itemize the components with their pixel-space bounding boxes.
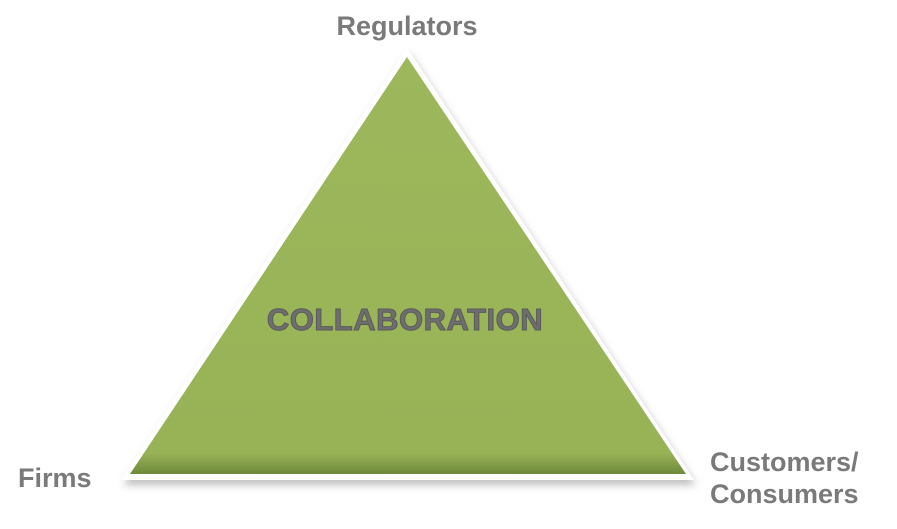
customers-line: Customers/ [710, 447, 859, 477]
vertex-label-regulators: Regulators [336, 11, 478, 41]
vertex-label-firms: Firms [18, 463, 92, 493]
triangle [130, 57, 686, 474]
center-label: COLLABORATION [266, 302, 544, 338]
consumers-line: Consumers [710, 479, 859, 509]
vertex-label-customers: Customers/ Consumers [710, 446, 859, 510]
